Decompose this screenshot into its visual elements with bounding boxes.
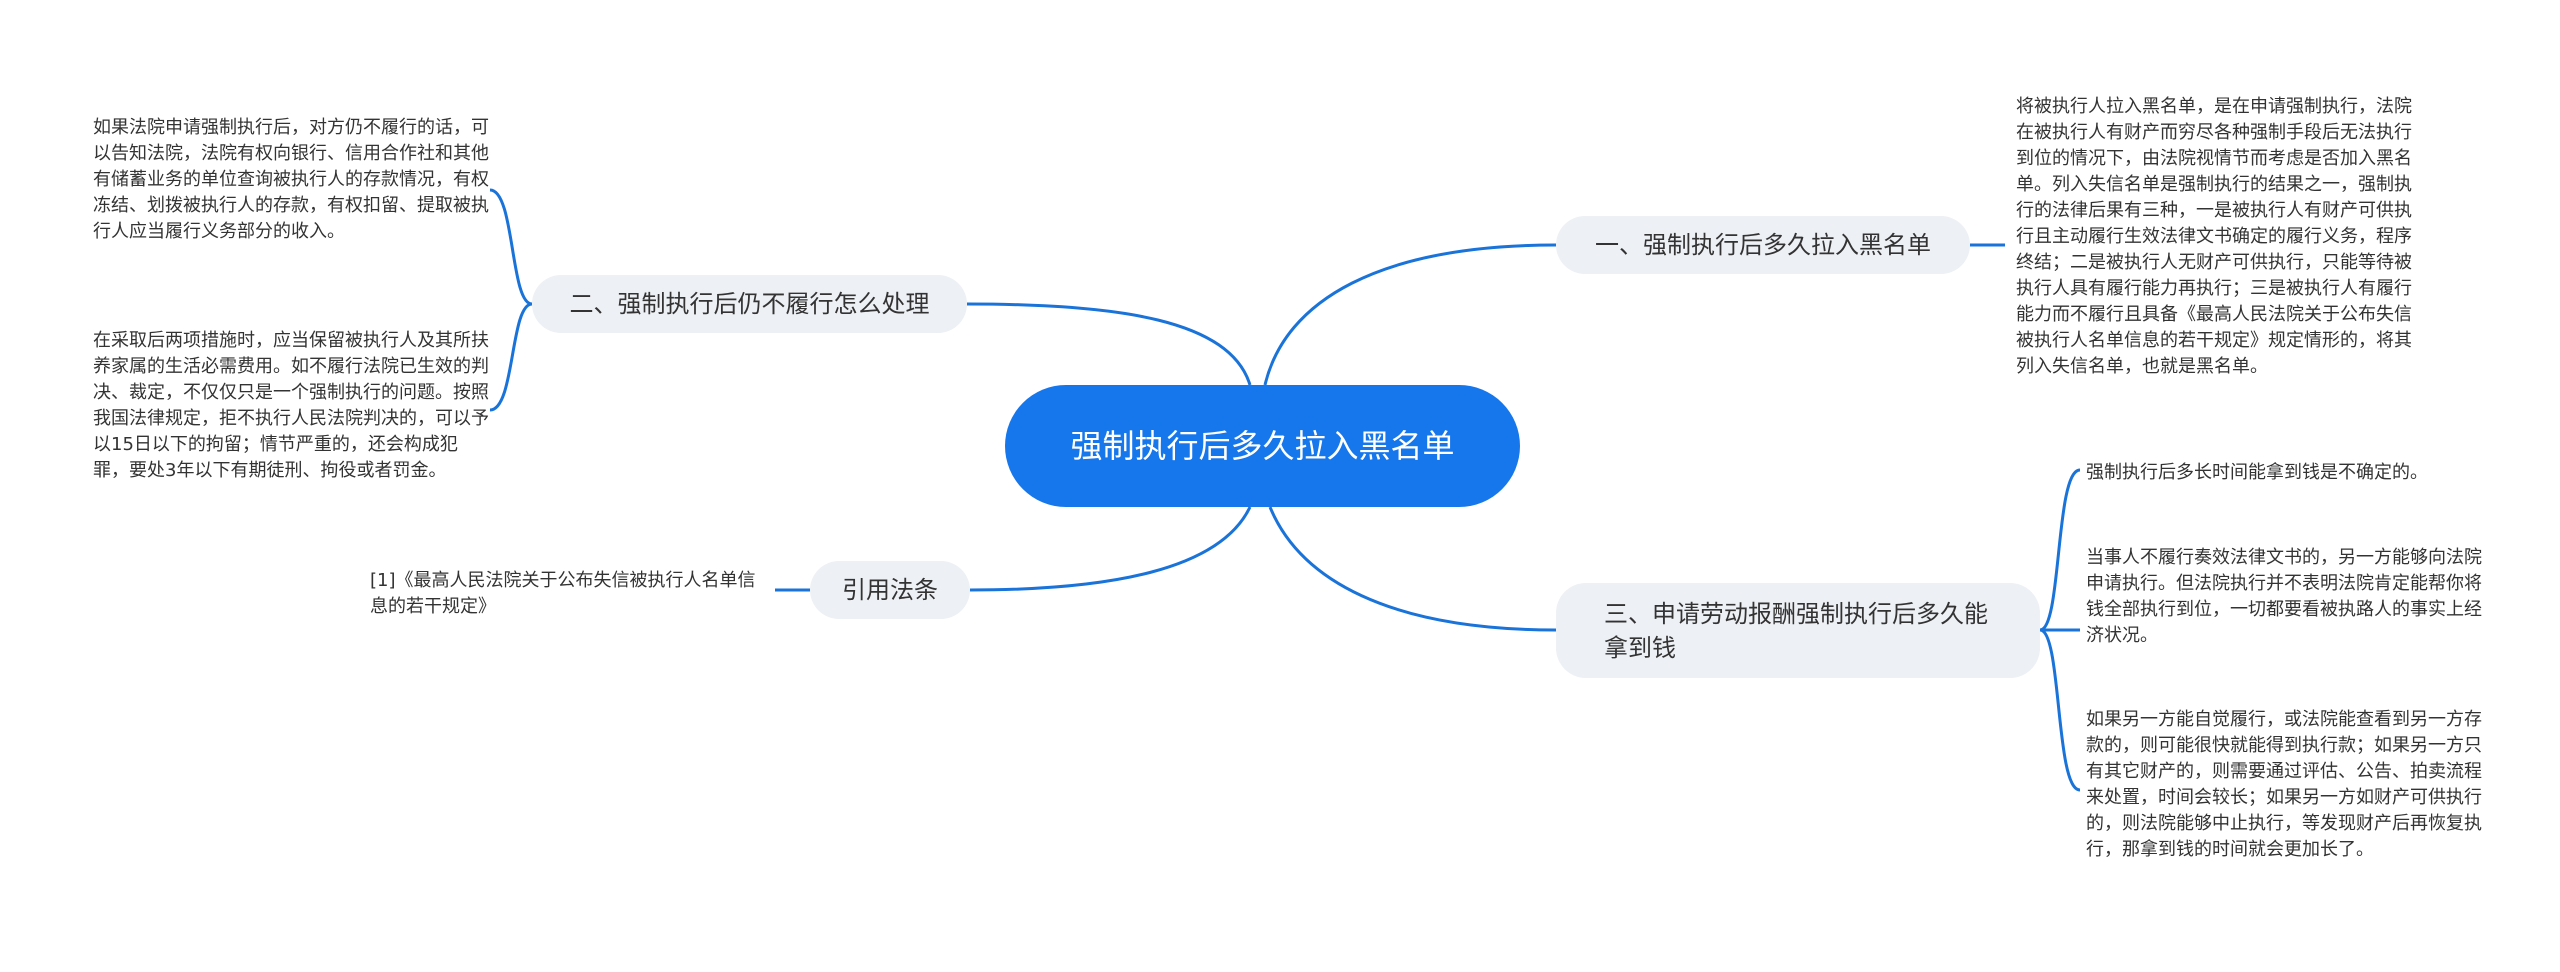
connector-root-branch-4 (969, 506, 1252, 592)
connector-root-branch-3 (1268, 506, 1557, 632)
branch-topic-1-label: 一、强制执行后多久拉入黑名单 (1595, 231, 1931, 259)
branch-topic-4[interactable]: 引用法条 (810, 561, 970, 619)
branch-2-note-1: 如果法院申请强制执行后，对方仍不履行的话，可以告知法院，法院有权向银行、信用合作… (93, 117, 489, 242)
branch-3-note-1: 强制执行后多长时间能拿到钱是不确定的。 (2086, 462, 2428, 483)
connector-root-branch-1 (1263, 243, 1557, 386)
branch-3-note-2: 当事人不履行奏效法律文书的，另一方能够向法院申请执行。但法院执行并不表明法院肯定… (2086, 547, 2482, 646)
branch-topic-4-label: 引用法条 (842, 576, 938, 604)
connector-root-branch-2 (966, 302, 1252, 386)
branch-topic-2[interactable]: 二、强制执行后仍不履行怎么处理 (532, 275, 967, 333)
connector-branch-2-note-2 (489, 302, 533, 412)
connector-branch-2-note-1 (489, 188, 533, 306)
branch-topic-3-label: 三、申请劳动报酬强制执行后多久能拿到钱 (1604, 599, 1988, 662)
branch-2-note-2: 在采取后两项措施时，应当保留被执行人及其所扶养家属的生活必需费用。如不履行法院已… (93, 330, 489, 481)
branch-topic-3[interactable]: 三、申请劳动报酬强制执行后多久能拿到钱 (1556, 583, 2040, 678)
branch-4-note-1: [1]《最高人民法院关于公布失信被执行人名单信息的若干规定》 (370, 570, 756, 617)
connector-branch-3-note-3 (2039, 628, 2081, 792)
root-topic-label: 强制执行后多久拉入黑名单 (1070, 427, 1455, 465)
connector-branch-3-note-1 (2039, 468, 2081, 632)
branch-1-note-1: 将被执行人拉入黑名单，是在申请强制执行，法院在被执行人有财产而穷尽各种强制手段后… (2016, 96, 2412, 377)
branch-3-note-3: 如果另一方能自觉履行，或法院能查看到另一方存款的，则可能很快就能得到执行款；如果… (2086, 709, 2482, 860)
branch-topic-1[interactable]: 一、强制执行后多久拉入黑名单 (1556, 216, 1970, 274)
branch-topic-2-label: 二、强制执行后仍不履行怎么处理 (569, 290, 930, 318)
root-topic[interactable]: 强制执行后多久拉入黑名单 (1005, 385, 1520, 507)
